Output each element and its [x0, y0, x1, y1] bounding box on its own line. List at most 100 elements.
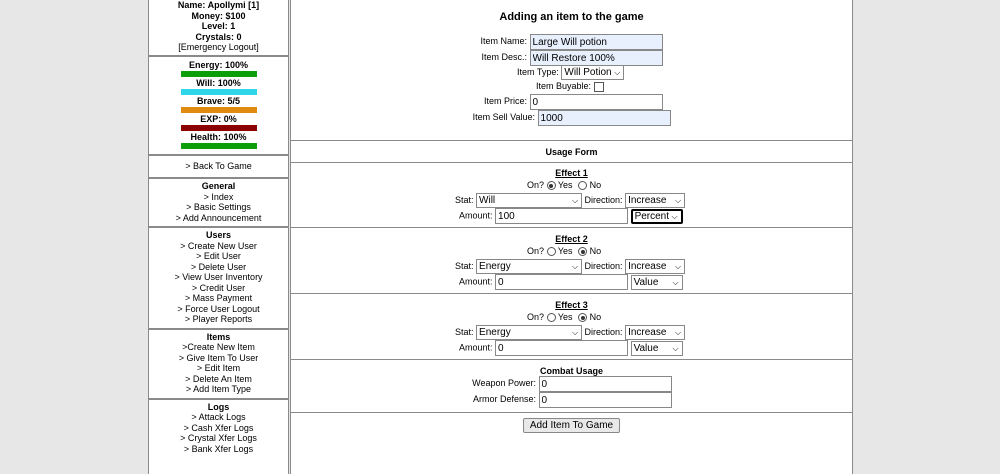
effect-no-radio[interactable] — [578, 181, 588, 191]
effect-no-radio[interactable] — [578, 247, 588, 257]
effect-stat-select[interactable]: Will ⌵ — [476, 193, 583, 208]
effect-amount-row: Amount: Value⌵ — [459, 274, 683, 290]
nav-link[interactable]: > Create New User — [180, 240, 257, 251]
item-type-select[interactable]: Will Potion⌵ — [561, 65, 625, 80]
nav-link[interactable]: > Edit User — [196, 251, 241, 261]
nav-heading-items: Items — [206, 331, 231, 342]
effect-stat-value: Energy — [479, 327, 511, 338]
effect-unit-select[interactable]: Value⌵ — [630, 274, 683, 290]
effect-stat-label: Stat: — [455, 326, 474, 337]
effect-direction-select[interactable]: Increase⌵ — [625, 259, 686, 274]
effect-stat-label: Stat: — [455, 260, 474, 271]
nav-link[interactable]: >Create New Item — [182, 342, 255, 352]
status-bar-label: Brave: 5/5 — [196, 96, 241, 106]
user-name: Name: Apollymi [1] — [177, 0, 260, 10]
status-bar-label: EXP: 0% — [200, 114, 237, 124]
nav-heading-users: Users — [205, 230, 232, 240]
submit-row: Add Item To Game — [291, 418, 852, 433]
nav-link[interactable]: > Add Announcement — [175, 212, 262, 223]
nav-link[interactable]: > View User Inventory — [174, 272, 263, 282]
chevron-down-icon: ⌵ — [672, 343, 679, 353]
nav-link[interactable]: > Delete User — [190, 261, 247, 272]
nav-link[interactable]: > Give Item To User — [178, 352, 259, 363]
status-bar — [180, 143, 257, 149]
effect-unit-value: Value — [633, 276, 659, 288]
chevron-down-icon: ⌵ — [571, 196, 579, 205]
effect-on-label: On? — [527, 246, 545, 256]
effect-amount-input[interactable] — [495, 274, 629, 290]
item-sell-input[interactable] — [537, 110, 671, 126]
chevron-down-icon: ⌵ — [571, 328, 579, 337]
effect-amount-label: Amount: — [459, 342, 493, 353]
nav-link[interactable]: > Credit User — [191, 282, 246, 293]
effect-title: Effect 3 — [555, 300, 588, 310]
effect-direction-value: Increase — [628, 195, 667, 206]
armor-defense-row: Armor Defense: — [472, 392, 672, 408]
armor-defense-input[interactable] — [538, 392, 672, 408]
item-price-input[interactable] — [529, 94, 663, 110]
weapon-power-row: Weapon Power: — [472, 376, 672, 392]
item-sell-row: Item Sell Value: — [471, 110, 671, 126]
add-item-button[interactable]: Add Item To Game — [522, 418, 621, 433]
nav-link[interactable]: > Bank Xfer Logs — [183, 443, 254, 454]
item-price-label: Item Price: — [483, 96, 527, 107]
effect-direction-select[interactable]: Increase ⌵ — [625, 193, 686, 208]
divider — [291, 162, 852, 163]
nav-link[interactable]: > Attack Logs — [191, 412, 246, 422]
nav-heading-logs: Logs — [207, 401, 230, 412]
nav-link[interactable]: > Delete An Item — [185, 373, 252, 384]
nav-link[interactable]: > Player Reports — [184, 314, 253, 324]
effect-yes-label: Yes — [557, 180, 573, 190]
effect-direction-label: Direction: — [584, 260, 623, 271]
nav-users: Users> Create New User> Edit User> Delet… — [149, 228, 288, 330]
effect-yes-radio[interactable] — [546, 247, 556, 257]
status-bar-label: Will: 100% — [196, 78, 241, 88]
effect-direction-select[interactable]: Increase⌵ — [625, 325, 686, 340]
main-content: Adding an item to the game Item Name: It… — [290, 0, 853, 474]
nav-general: General> Index> Basic Settings> Add Anno… — [149, 179, 288, 228]
status-bar — [180, 107, 257, 113]
back-to-game-link[interactable]: > Back To Game — [149, 156, 288, 179]
effect-no-label: No — [589, 180, 602, 190]
chevron-down-icon: ⌵ — [675, 196, 682, 205]
effect-stat-row: Stat: Energy⌵ Direction: Increase⌵ — [455, 259, 686, 274]
nav-link[interactable]: > Cash Xfer Logs — [183, 422, 254, 433]
item-buyable-checkbox[interactable] — [593, 81, 604, 92]
effect-yes-label: Yes — [557, 246, 573, 256]
chevron-down-icon: ⌵ — [671, 211, 678, 221]
item-desc-row: Item Desc.: — [479, 50, 663, 66]
user-stats: Name: Apollymi [1] Money: $100 Level: 1 … — [149, 0, 288, 57]
nav-link[interactable]: > Mass Payment — [184, 293, 253, 303]
effect-no-radio[interactable] — [578, 313, 588, 323]
effect-stat-row: Stat: Energy ⌵ Direction: Increase⌵ — [455, 325, 686, 340]
effect-no-label: No — [589, 246, 602, 256]
nav-link[interactable]: > Add Item Type — [185, 384, 252, 394]
effect-amount-input[interactable] — [495, 208, 629, 224]
weapon-power-input[interactable] — [538, 376, 672, 392]
effect-amount-input[interactable] — [495, 340, 629, 356]
emergency-logout-link[interactable]: [Emergency Logout] — [178, 42, 259, 52]
effect-on-row: On? Yes No — [527, 312, 601, 323]
nav-link[interactable]: > Force User Logout — [177, 303, 260, 314]
effect-stat-select[interactable]: Energy⌵ — [476, 259, 583, 274]
item-buyable-label: Item Buyable: — [536, 81, 592, 91]
item-sell-label: Item Sell Value: — [472, 112, 535, 123]
effect-stat-select[interactable]: Energy ⌵ — [476, 325, 583, 340]
effect-direction-label: Direction: — [584, 326, 623, 337]
status-bar — [180, 71, 257, 77]
item-name-input[interactable] — [529, 34, 663, 50]
effect-unit-select[interactable]: Percent⌵ — [630, 208, 683, 224]
effect-unit-select[interactable]: Value⌵ — [630, 340, 683, 356]
effect-on-row: On? Yes No — [527, 180, 602, 191]
nav-link[interactable]: > Index — [203, 191, 234, 202]
nav-link[interactable]: > Edit Item — [196, 363, 241, 373]
item-desc-input[interactable] — [529, 50, 663, 66]
effect-yes-radio[interactable] — [546, 313, 556, 323]
nav-link[interactable]: > Crystal Xfer Logs — [180, 433, 257, 443]
effect-yes-radio[interactable] — [546, 181, 556, 191]
nav-link[interactable]: > Basic Settings — [186, 202, 251, 212]
effect-stat-value: Will — [479, 195, 496, 206]
effect-stat-row: Stat: Will⌵ Direction: Increase⌵ — [455, 193, 686, 208]
effect-on-label: On? — [527, 180, 545, 190]
